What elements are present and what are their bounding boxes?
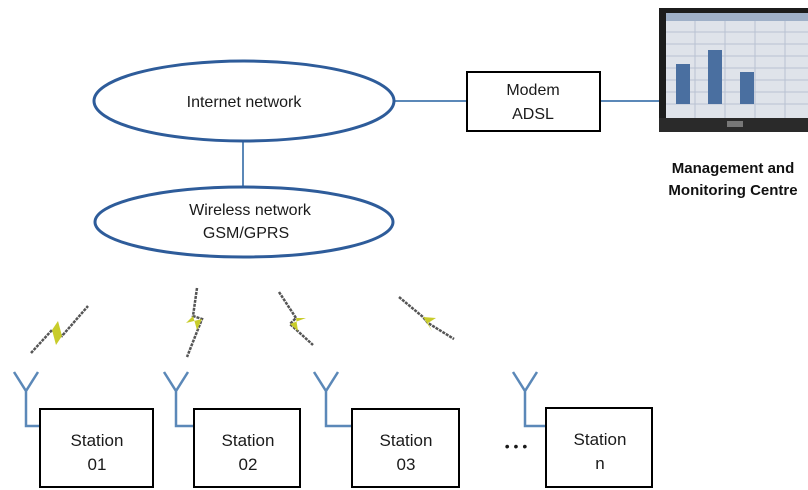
wireless-network-node: Wireless network GSM/GPRS [93, 185, 395, 259]
laptop-icon [659, 8, 808, 132]
modem-node: Modem ADSL [466, 71, 601, 132]
station-node: Station 03 [351, 408, 460, 488]
centre-caption-line1: Management and [672, 160, 795, 177]
modem-sublabel: ADSL [512, 106, 554, 123]
modem-label: Modem [506, 82, 559, 99]
station-label: Station [380, 431, 433, 450]
wireless-link-icon [398, 296, 455, 341]
wireless-network-sublabel: GSM/GPRS [203, 225, 289, 242]
wireless-network-label: Wireless network [189, 202, 312, 219]
station-id: 02 [239, 455, 258, 474]
wireless-link-icon [30, 305, 89, 354]
station-id: 01 [88, 455, 107, 474]
internet-network-label: Internet network [187, 94, 303, 111]
station-label: Station [222, 431, 275, 450]
station-node: Station n [545, 407, 653, 488]
centre-caption-line2: Monitoring Centre [668, 182, 797, 199]
station-id: 03 [397, 455, 416, 474]
wireless-link-icon [277, 291, 314, 346]
station-label: Station [71, 431, 124, 450]
station-label: Station [574, 430, 627, 449]
antenna-icon [162, 371, 194, 428]
station-node: Station 02 [193, 408, 301, 488]
antenna-icon [511, 371, 546, 428]
station-node: Station 01 [39, 408, 154, 488]
station-id: n [595, 454, 604, 473]
wireless-link-icon [185, 287, 204, 358]
antenna-icon [12, 371, 40, 428]
antenna-icon [312, 371, 352, 428]
more-stations-ellipsis: • • • [505, 438, 528, 454]
internet-network-node: Internet network [92, 59, 396, 143]
